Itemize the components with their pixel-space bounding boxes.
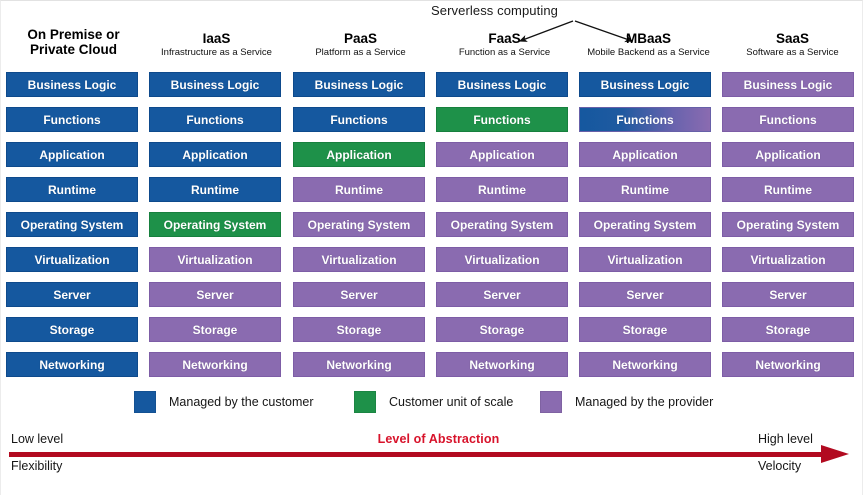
axis-arrowhead-icon [821, 445, 849, 463]
stack-cell[interactable]: Business Logic [293, 72, 425, 97]
axis-left-bottom-label: Flexibility [11, 459, 63, 473]
stack-cell[interactable]: Virtualization [436, 247, 568, 272]
column-subtitle: Platform as a Service [315, 47, 406, 58]
stack-cell[interactable]: Networking [722, 352, 854, 377]
stack-cell[interactable]: Storage [579, 317, 711, 342]
axis-right-bottom-label: Velocity [758, 459, 802, 473]
stack-cell[interactable]: Storage [293, 317, 425, 342]
stack-cell[interactable]: Server [293, 282, 425, 307]
stack-cell[interactable]: Server [6, 282, 138, 307]
legend-label: Managed by the provider [575, 395, 714, 409]
stack-cell[interactable]: Functions [579, 107, 711, 132]
column-subtitle: Infrastructure as a Service [161, 47, 272, 58]
stack-cell[interactable]: Operating System [579, 212, 711, 237]
stack-cell[interactable]: Application [722, 142, 854, 167]
legend: Managed by the customer Customer unit of… [1, 391, 862, 413]
stack-cell[interactable]: Virtualization [579, 247, 711, 272]
stack-cell[interactable]: Operating System [722, 212, 854, 237]
stack-cell[interactable]: Functions [293, 107, 425, 132]
stack-cell[interactable]: Runtime [436, 177, 568, 202]
stack-cell[interactable]: Networking [436, 352, 568, 377]
stack-cell[interactable]: Networking [579, 352, 711, 377]
column-header-3: FaaS Function as a Service [432, 31, 577, 59]
stack-cell[interactable]: Business Logic [579, 72, 711, 97]
serverless-computing-label: Serverless computing [431, 3, 558, 18]
stack-cell[interactable]: Operating System [6, 212, 138, 237]
stack-cell[interactable]: Networking [149, 352, 281, 377]
stack-cell[interactable]: Business Logic [6, 72, 138, 97]
stack-cell[interactable]: Functions [6, 107, 138, 132]
column-subtitle: Software as a Service [746, 47, 839, 58]
column-header-4: MBaaS Mobile Backend as a Service [576, 31, 721, 59]
column-title: SaaS [775, 31, 810, 46]
stack-cell[interactable]: Business Logic [436, 72, 568, 97]
legend-label: Managed by the customer [169, 395, 314, 409]
legend-item-provider: Managed by the provider [540, 391, 713, 413]
column-title: FaaS [488, 31, 521, 46]
serverless-computing-annotation: Serverless computing [1, 3, 862, 18]
axis-left-top-label: Low level [11, 432, 64, 446]
stack-cell[interactable]: Functions [722, 107, 854, 132]
abstraction-axis: Low level Flexibility Level of Abstracti… [1, 426, 862, 495]
stack-cell[interactable]: Server [579, 282, 711, 307]
legend-item-customer: Managed by the customer [134, 391, 314, 413]
stack-cell[interactable]: Storage [6, 317, 138, 342]
column-title: PaaS [343, 31, 378, 46]
column-header-2: PaaS Platform as a Service [288, 31, 433, 59]
stack-cell[interactable]: Networking [293, 352, 425, 377]
stack-cell[interactable]: Operating System [149, 212, 281, 237]
axis-line [9, 452, 825, 457]
stack-cell[interactable]: Functions [149, 107, 281, 132]
axis-center-label: Level of Abstraction [377, 432, 500, 446]
stack-cell[interactable]: Server [722, 282, 854, 307]
stack-cell[interactable]: Storage [436, 317, 568, 342]
stack-cell[interactable]: Application [579, 142, 711, 167]
column-title: MBaaS [625, 31, 671, 46]
stack-cell[interactable]: Virtualization [293, 247, 425, 272]
stack-cell[interactable]: Application [436, 142, 568, 167]
legend-swatch-provider-icon [540, 391, 562, 413]
stack-cell[interactable]: Storage [149, 317, 281, 342]
stack-cell[interactable]: Virtualization [6, 247, 138, 272]
stack-cell[interactable]: Business Logic [149, 72, 281, 97]
stack-cell[interactable]: Runtime [6, 177, 138, 202]
serverless-arrow-group [518, 20, 634, 43]
column-header-5: SaaS Software as a Service [720, 31, 862, 59]
legend-swatch-scale-icon [354, 391, 376, 413]
column-header-1: IaaS Infrastructure as a Service [144, 31, 289, 59]
stack-cell[interactable]: Operating System [436, 212, 568, 237]
axis-right-top-label: High level [758, 432, 813, 446]
stack-cell[interactable]: Business Logic [722, 72, 854, 97]
stack-cell[interactable]: Virtualization [722, 247, 854, 272]
legend-label: Customer unit of scale [389, 395, 514, 409]
stack-cell[interactable]: Storage [722, 317, 854, 342]
stack-cell[interactable]: Runtime [579, 177, 711, 202]
stack-cell[interactable]: Virtualization [149, 247, 281, 272]
stack-cell[interactable]: Runtime [149, 177, 281, 202]
column-subtitle: Mobile Backend as a Service [587, 47, 710, 58]
legend-item-scale: Customer unit of scale [354, 391, 513, 413]
legend-swatch-customer-icon [134, 391, 156, 413]
stack-cell[interactable]: Operating System [293, 212, 425, 237]
column-title: IaaS [202, 31, 231, 46]
stack-cell[interactable]: Networking [6, 352, 138, 377]
stack-cell[interactable]: Application [149, 142, 281, 167]
column-subtitle: Function as a Service [458, 47, 551, 58]
stack-cell[interactable]: Runtime [722, 177, 854, 202]
stack-cell[interactable]: Server [149, 282, 281, 307]
stack-cell[interactable]: Application [293, 142, 425, 167]
stack-cell[interactable]: Server [436, 282, 568, 307]
column-title: On Premise or Private Cloud [27, 27, 120, 57]
stack-cell[interactable]: Application [6, 142, 138, 167]
stack-cell[interactable]: Functions [436, 107, 568, 132]
stack-cell[interactable]: Runtime [293, 177, 425, 202]
column-header-0: On Premise or Private Cloud [1, 27, 146, 58]
